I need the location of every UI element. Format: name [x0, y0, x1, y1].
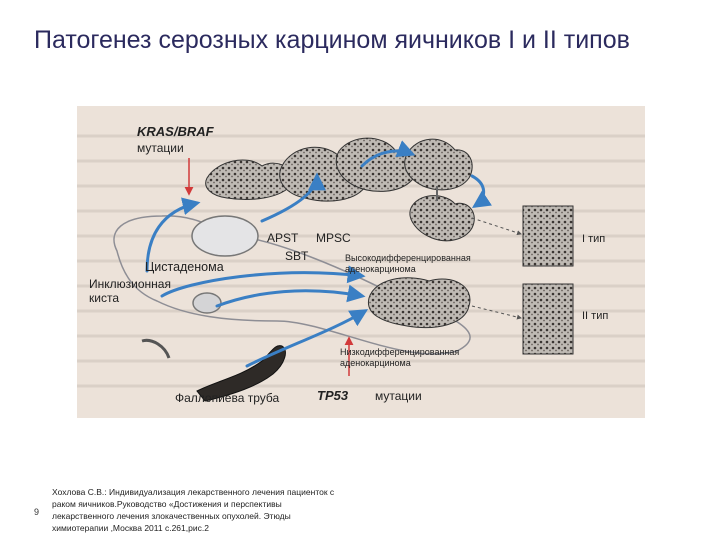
pathogenesis-diagram: KRAS/BRAF мутации Цистаденома APST MPSC … [77, 106, 645, 418]
kras-braf-label: KRAS/BRAF [137, 124, 215, 139]
dashed-pointers [471, 217, 522, 320]
poor-diff-label-1: Низкодифференцированная [340, 347, 459, 357]
slide-title: Патогенез серозных карцином яичников I и… [34, 26, 630, 54]
mutations-top-label: мутации [137, 141, 184, 155]
type2-micrograph [522, 283, 574, 355]
citation-line: раком яичников.Руководство «Достижения и… [52, 499, 282, 509]
well-diff-label-2: аденокарцинома [345, 264, 416, 274]
inclusion-label-2: киста [89, 291, 119, 305]
tube-fragment [141, 338, 171, 359]
inclusion-label-1: Инклюзионная [89, 277, 171, 291]
type1-micrograph [522, 205, 574, 267]
citation-line: химиотерапии ,Москва 2011 с.261,рис.2 [52, 523, 209, 533]
citation-line: лекарственного лечения злокачественных о… [52, 511, 291, 521]
citation-line: Хохлова С.В.: Индивидуализация лекарстве… [52, 487, 335, 497]
sbt-label: SBT [285, 249, 309, 263]
page-number: 9 [34, 507, 40, 517]
fallopian-label: Фаллопиева труба [175, 391, 280, 405]
mpsc-label: MPSC [316, 231, 351, 245]
tp53-label: TP53 [317, 388, 349, 403]
well-differentiated-tumour [409, 195, 475, 242]
tissue-outline [113, 215, 471, 355]
cystadenoma-shape [191, 215, 259, 257]
type1-label: I тип [582, 233, 605, 245]
well-diff-label-1: Высокодифференцированная [345, 253, 471, 263]
diagram-svg: KRAS/BRAF мутации Цистаденома APST MPSC … [77, 106, 645, 418]
inclusion-cyst-shape [192, 292, 222, 314]
cystadenoma-label: Цистаденома [145, 260, 224, 274]
poor-diff-label-2: аденокарцинома [340, 358, 411, 368]
poorly-differentiated-tumour [367, 277, 471, 329]
apst-label: APST [267, 231, 299, 245]
type2-label: II тип [582, 310, 608, 322]
citation: Хохлова С.В.: Индивидуализация лекарстве… [52, 486, 432, 534]
mutations-bottom-label: мутации [375, 389, 422, 403]
fallopian-tube-shape [196, 345, 286, 402]
blue-arrows [145, 140, 492, 368]
